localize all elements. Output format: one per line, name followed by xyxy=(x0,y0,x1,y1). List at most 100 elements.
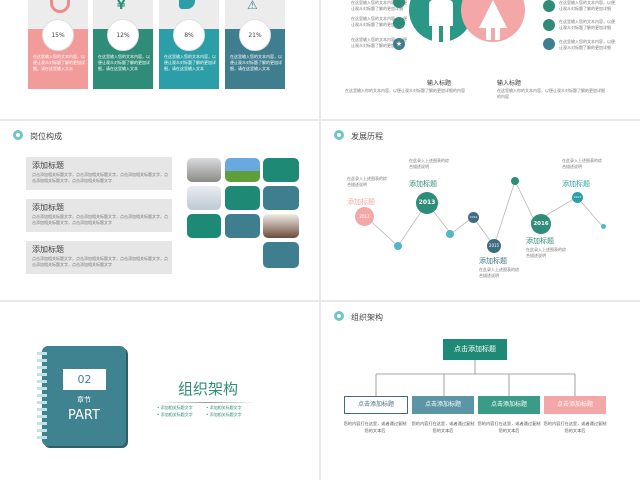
milestone-dot xyxy=(394,242,402,250)
list-item-heading: 添加标题 xyxy=(32,203,64,212)
timeline-line xyxy=(364,179,604,247)
side-text: 在这里输入您的文本内容，以便让观众对标题了解的更加详细 xyxy=(351,16,407,27)
card-text: 在这里输入您的文本内容，以便让观众对标题了解的更加详细，请在这里输入文本 xyxy=(230,54,282,71)
org-desc: 您的内容打在这里，或者通过复制您的文本后 xyxy=(543,421,607,433)
list-item-text: 点击添加相关标题文字，点击添加相关标题文字，点击添加相关标题文字，点击添加相关标… xyxy=(32,256,168,267)
milestone-label: 添加标题 xyxy=(562,180,590,188)
side-text: 在这里输入您的文本内容，以便让观众对标题了解的更加详细 xyxy=(351,37,407,48)
green-tile xyxy=(187,214,221,238)
male-label: 输入标题 xyxy=(427,80,452,87)
side-text: 在这里输入您的文本内容，以便让观众对标题了解的更加详细 xyxy=(559,19,615,30)
info-icon xyxy=(393,17,405,29)
female-text: 在这里输入你的文本内容，以便让观众对标题了解的更加详细的内容 xyxy=(497,88,605,99)
blue-tile xyxy=(263,186,299,210)
star-icon: ★ xyxy=(393,38,405,50)
settings-icon xyxy=(543,38,555,50)
notebook-rings xyxy=(37,352,47,440)
yen-icon: ¥ xyxy=(117,0,126,12)
side-text: 在这里输入您的文本内容，以便让观众对标题了解的更加详细 xyxy=(559,0,615,11)
green-tile xyxy=(225,186,260,210)
warning-icon: ⚠ xyxy=(247,0,258,12)
milestone-dot: 2016 xyxy=(531,214,551,234)
chapter-number: 02 xyxy=(63,369,106,390)
stat-card: ⚠ 21% 在这里输入您的文本内容，以便让观众对标题了解的更加详细，请在这里输入… xyxy=(225,0,285,89)
slide-4[interactable]: 发展历程 2013 2013 2014 2015 2016 2017 在此录入上… xyxy=(321,121,640,300)
milestone-dot xyxy=(511,177,519,185)
milestone-label: 添加标题 xyxy=(479,257,507,265)
card-text: 在这里输入您的文本内容，以便让观众对标题了解的更加详细，请在这里输入文本 xyxy=(33,54,85,71)
chapter-label: 章节 xyxy=(77,396,91,404)
milestone-label: 添加标题 xyxy=(409,180,437,188)
list-item-heading: 添加标题 xyxy=(32,245,64,254)
part-label: PART xyxy=(68,408,100,423)
green-tile xyxy=(263,158,299,182)
stat-card: 15% 在这里输入您的文本内容，以便让观众对标题了解的更加详细，请在这里输入文本 xyxy=(28,0,88,89)
section-icon xyxy=(334,311,344,321)
cart-icon xyxy=(543,0,555,12)
card-text: 在这里输入您的文本内容，以便让观众对标题了解的更加详细，请在这里输入文本 xyxy=(164,54,216,71)
section-icon xyxy=(334,130,344,140)
users-icon xyxy=(393,0,405,8)
photo-building xyxy=(187,158,221,182)
female-figure-circle xyxy=(461,0,525,42)
slide-6[interactable]: 组织架构 点击添加标题 点击添加标题 点击添加标题 点击添加标题 点击添加标题 … xyxy=(321,302,640,480)
list-item: 添加标题 点击添加相关标题文字，点击添加相关标题文字，点击添加相关标题文字，点击… xyxy=(26,157,172,190)
side-text: 在这里输入您的文本内容，以便让观众对标题了解的更加详细 xyxy=(351,0,407,11)
hand-icon xyxy=(179,0,195,9)
milestone-dot xyxy=(601,224,606,229)
milestone-text: 在此录入上述图表的综合描述说明 xyxy=(347,176,387,187)
photo-people xyxy=(263,214,299,238)
bullet: • 添加相关标题文字 xyxy=(157,412,193,417)
org-box[interactable]: 点击添加标题 xyxy=(544,396,606,414)
milestone-text: 在此录入上述图表的综合描述说明 xyxy=(526,247,566,258)
list-item-heading: 添加标题 xyxy=(32,161,64,170)
percent-badge: 21% xyxy=(239,19,271,51)
card-text: 在这里输入您的文本内容，以便让观众对标题了解的更加详细，请在这里输入文本 xyxy=(98,54,150,71)
org-box[interactable]: 点击添加标题 xyxy=(344,396,408,414)
org-desc: 您的内容打在这里，或者通过复制您的文本后 xyxy=(343,421,407,433)
milestone-label: 添加标题 xyxy=(526,237,554,245)
stat-card: 8% 在这里输入您的文本内容，以便让观众对标题了解的更加详细，请在这里输入文本 xyxy=(159,0,219,89)
female-label: 输入标题 xyxy=(497,80,522,87)
milestone-label: 添加标题 xyxy=(347,198,375,206)
page-title: 发展历程 xyxy=(351,132,383,141)
milestone-text: 在此录入上述图表的综合描述说明 xyxy=(562,158,602,169)
milestone-dot: 2013 xyxy=(416,192,438,214)
percent-badge: 12% xyxy=(107,19,139,51)
notebook xyxy=(42,346,126,446)
bullet: • 添加相关标题文字 xyxy=(206,412,242,417)
page-title: 组织架构 xyxy=(351,313,383,322)
milestone-dot: 2015 xyxy=(487,239,501,253)
photo-meeting xyxy=(187,186,221,210)
side-text: 在这里输入您的文本内容，以便让观众对标题了解的更加详细 xyxy=(559,39,615,50)
list-item: 添加标题 点击添加相关标题文字，点击添加相关标题文字，点击添加相关标题文字，点击… xyxy=(26,199,172,232)
org-connectors xyxy=(375,360,576,396)
heading-underline xyxy=(160,402,256,403)
slide-2[interactable]: 在这里输入您的文本内容，以便让观众对标题了解的更加详细 在这里输入您的文本内容，… xyxy=(321,0,640,119)
org-box[interactable]: 点击添加标题 xyxy=(412,396,474,414)
blue-tile xyxy=(225,214,260,238)
bullet: • 添加相关标题文字 xyxy=(206,405,242,410)
stat-card: ¥ 12% 在这里输入您的文本内容，以便让观众对标题了解的更加详细，请在这里输入… xyxy=(93,0,153,89)
org-box[interactable]: 点击添加标题 xyxy=(478,396,540,414)
slide-1[interactable]: 15% 在这里输入您的文本内容，以便让观众对标题了解的更加详细，请在这里输入文本… xyxy=(0,0,319,119)
org-top-box[interactable]: 点击添加标题 xyxy=(443,339,507,360)
milestone-dot: 2017 xyxy=(572,192,583,203)
slide-5[interactable]: 02 章节 PART 组织架构 • 添加相关标题文字 • 添加相关标题文字 • … xyxy=(0,302,319,480)
list-item-text: 点击添加相关标题文字，点击添加相关标题文字，点击添加相关标题文字，点击添加相关标… xyxy=(32,172,168,183)
org-desc: 您的内容打在这里，或者通过复制您的文本后 xyxy=(411,421,475,433)
percent-badge: 15% xyxy=(42,19,74,51)
photo-landscape xyxy=(225,158,260,182)
section-heading: 组织架构 xyxy=(178,380,239,398)
page-title: 岗位构成 xyxy=(30,132,62,141)
slide-3[interactable]: 岗位构成 添加标题 点击添加相关标题文字，点击添加相关标题文字，点击添加相关标题… xyxy=(0,121,319,300)
list-item-text: 点击添加相关标题文字，点击添加相关标题文字，点击添加相关标题文字，点击添加相关标… xyxy=(32,214,168,225)
milestone-dot: 2013 xyxy=(355,207,374,226)
milestone-text: 在此录入上述图表的综合描述说明 xyxy=(479,267,519,278)
milestone-text: 在此录入上述图表的综合描述说明 xyxy=(409,158,449,169)
percent-badge: 8% xyxy=(173,19,205,51)
list-item: 添加标题 点击添加相关标题文字，点击添加相关标题文字，点击添加相关标题文字，点击… xyxy=(26,241,172,274)
ring-icon xyxy=(50,0,70,13)
cart-icon xyxy=(543,19,555,31)
section-icon xyxy=(13,130,23,140)
